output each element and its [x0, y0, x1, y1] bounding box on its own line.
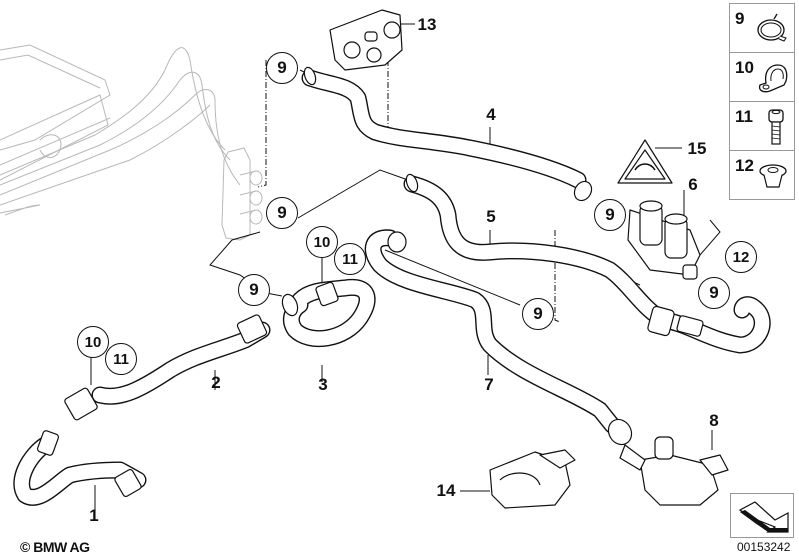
legend-number: 10	[735, 58, 754, 77]
hose-2	[64, 314, 271, 421]
part-label-6[interactable]: 6	[688, 175, 698, 194]
legend-item-11[interactable]: 11	[730, 102, 794, 151]
hose-1	[13, 430, 147, 506]
callout-11[interactable]: 11	[334, 243, 366, 275]
legend-item-9[interactable]: 9	[730, 4, 794, 53]
part-14-holder	[489, 449, 576, 509]
rubber-grommet-icon	[759, 164, 787, 188]
callout-12[interactable]: 12	[725, 241, 757, 273]
part-label-8[interactable]: 8	[709, 411, 719, 430]
legend-number: 9	[735, 9, 745, 28]
callout-9[interactable]: 9	[238, 274, 270, 306]
part-label-4[interactable]: 4	[486, 105, 496, 124]
callout-11[interactable]: 11	[105, 343, 137, 375]
callout-9[interactable]: 9	[698, 277, 730, 309]
hose-clamp-icon	[757, 13, 787, 42]
copyright-text: © BMW AG	[20, 539, 90, 555]
legend-number: 11	[735, 107, 753, 126]
callout-9[interactable]: 9	[266, 197, 298, 229]
part-label-1[interactable]: 1	[89, 506, 99, 525]
part-label-14[interactable]: 14	[436, 481, 456, 500]
part-label-15[interactable]: 15	[687, 139, 707, 158]
callout-9[interactable]: 9	[522, 298, 554, 330]
part-label-13[interactable]: 13	[417, 15, 437, 34]
direction-arrow-icon	[738, 501, 789, 533]
hose-3	[281, 278, 376, 348]
callout-10[interactable]: 10	[306, 226, 338, 258]
part-13-bracket	[329, 9, 403, 71]
heater-core-ghost	[0, 44, 263, 241]
hose-valve-outlet	[647, 296, 771, 354]
callout-9[interactable]: 9	[266, 52, 298, 84]
part-6-coolant-valve	[627, 200, 701, 280]
callout-9[interactable]: 9	[594, 199, 626, 231]
part-label-3[interactable]: 3	[318, 375, 328, 394]
hose-4	[301, 66, 593, 202]
orientation-box	[730, 493, 794, 538]
part-label-2[interactable]: 2	[211, 373, 221, 392]
hex-socket-bolt-icon	[768, 109, 784, 145]
hose-5	[403, 173, 669, 327]
part-label-5[interactable]: 5	[486, 207, 496, 226]
legend-number: 12	[735, 156, 754, 175]
part-label-7[interactable]: 7	[484, 375, 494, 394]
legend-item-10[interactable]: 10	[730, 53, 794, 102]
part-15-warning-label	[617, 139, 673, 184]
fasteners-legend: 9 10 11 12	[729, 3, 795, 200]
legend-item-12[interactable]: 12	[730, 151, 794, 200]
document-number: 00153242	[737, 540, 791, 554]
callout-10[interactable]: 10	[77, 326, 109, 358]
hose-7	[364, 229, 633, 446]
part-8-water-pump	[619, 436, 729, 506]
pipe-clip-icon	[758, 64, 788, 93]
